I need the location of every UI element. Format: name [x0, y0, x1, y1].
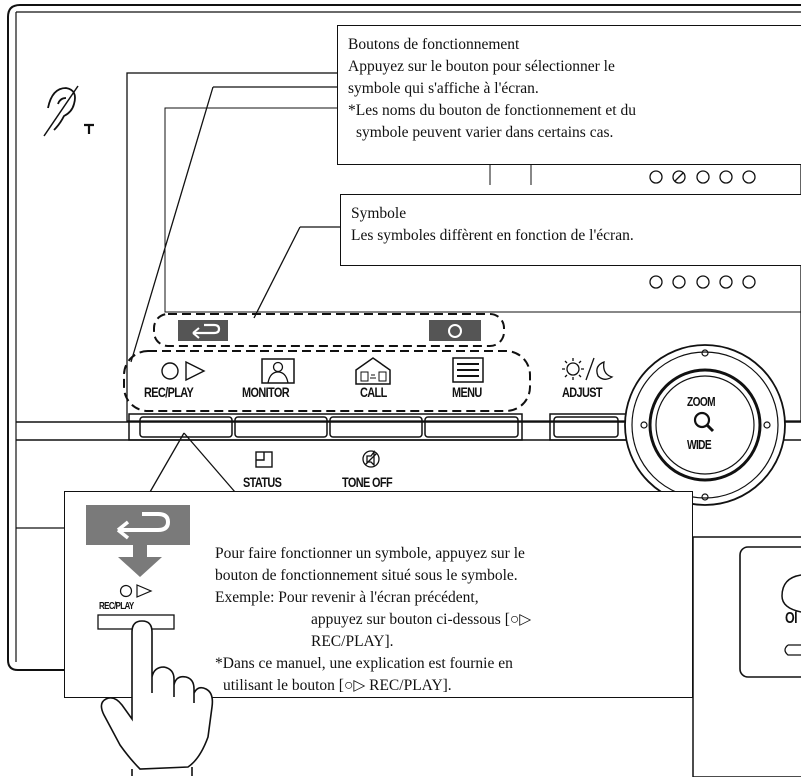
- wide-label: WIDE: [687, 437, 712, 452]
- zoom-label: ZOOM: [687, 394, 716, 409]
- callout-line: bouton de fonctionnement situé sous le s…: [215, 567, 518, 584]
- callout-line: REC/PLAY].: [311, 633, 394, 650]
- adjust-button[interactable]: [553, 416, 619, 438]
- callout-line: Les symboles diffèrent en fonction de l'…: [351, 227, 634, 244]
- edge-fragment-label: Ol: [785, 610, 798, 627]
- callout-line: Exemple: Pour revenir à l'écran précéden…: [215, 589, 479, 606]
- monitor-button[interactable]: [234, 416, 328, 438]
- rec-play-button[interactable]: [139, 416, 233, 438]
- inset-illustration: [86, 505, 214, 776]
- play-triangle-icon: [136, 584, 153, 598]
- usage-text: Pour faire fonctionner un symbole, appuy…: [215, 543, 531, 697]
- brightness-icon: [562, 357, 614, 381]
- pointing-hand-icon: [100, 620, 214, 776]
- monitor-label: MONITOR: [242, 384, 290, 400]
- callout-symbol: Symbole Les symboles diffèrent en foncti…: [340, 194, 801, 266]
- callout-line: symbole peuvent varier dans certains cas…: [356, 124, 614, 141]
- right-lower-panel: [692, 536, 801, 777]
- callout-operation-buttons: Boutons de fonctionnement Appuyez sur le…: [337, 25, 801, 165]
- symbol-dashed-outline: [153, 313, 505, 347]
- monitor-icon: [261, 358, 295, 384]
- rec-play-label: REC/PLAY: [144, 384, 194, 400]
- status-icon: [255, 451, 273, 468]
- callout-line: utilisant le bouton [○▷ REC/PLAY].: [223, 677, 452, 694]
- back-arrow-icon[interactable]: [178, 320, 228, 341]
- callout-line: *Les noms du bouton de fonctionnement et…: [348, 102, 636, 119]
- menu-label: MENU: [452, 384, 482, 400]
- adjust-label: ADJUST: [562, 384, 603, 400]
- button-bar: [128, 413, 631, 441]
- menu-button[interactable]: [424, 416, 519, 438]
- menu-icon: [452, 357, 484, 383]
- circle-icon: [161, 362, 179, 380]
- down-arrow-icon: [133, 545, 147, 559]
- hearing-loop-icon: [43, 85, 94, 137]
- play-triangle-icon: [185, 360, 206, 382]
- callout-line: Symbole: [351, 205, 407, 222]
- tone-off-icon: [362, 450, 380, 468]
- call-button[interactable]: [329, 416, 423, 438]
- callout-line: Appuyez sur le bouton pour sélectionner …: [348, 58, 615, 75]
- zoom-dial[interactable]: [624, 344, 786, 506]
- leader-line-usage: [149, 432, 185, 493]
- status-leds-bottom: [649, 275, 756, 289]
- tone-off-label: TONE OFF: [342, 474, 393, 490]
- callout-line: Boutons de fonctionnement: [348, 36, 520, 53]
- status-leds-top: [649, 170, 756, 184]
- status-label: STATUS: [243, 474, 282, 490]
- callout-line: symbole qui s'affiche à l'écran.: [348, 80, 539, 97]
- call-icon: [355, 357, 391, 385]
- back-arrow-icon: [86, 505, 190, 545]
- circle-icon: [119, 584, 133, 598]
- callout-line: appuyez sur bouton ci-dessous [○▷: [311, 611, 532, 628]
- callout-line: *Dans ce manuel, une explication est fou…: [215, 655, 513, 672]
- inset-rec-play-label: REC/PLAY: [99, 601, 134, 612]
- magnifier-icon: [693, 411, 715, 433]
- callout-line: Pour faire fonctionner un symbole, appuy…: [215, 545, 525, 562]
- button-dashed-outline: [123, 350, 531, 412]
- circle-icon[interactable]: [429, 320, 481, 341]
- call-label: CALL: [360, 384, 387, 400]
